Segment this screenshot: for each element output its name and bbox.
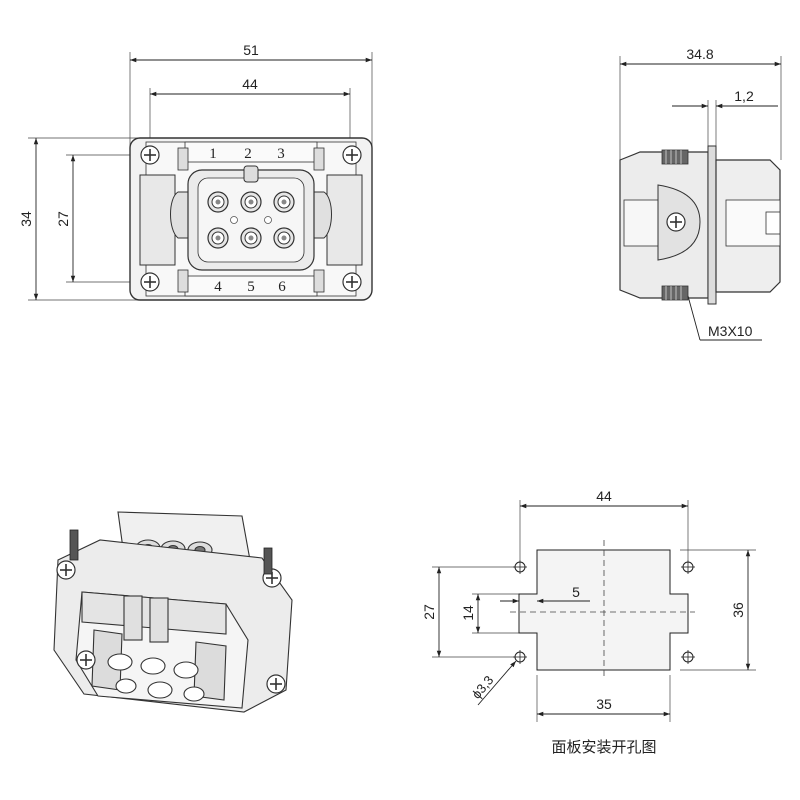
side-screw-head	[666, 212, 686, 232]
iso-screw-bottom-right	[266, 674, 286, 694]
cutout-hole-bottom-right	[680, 649, 696, 665]
cutout-dim-notch-height: 14	[460, 605, 476, 621]
contact-6	[273, 227, 295, 249]
cutout-outline	[518, 549, 689, 671]
cutout-dim-width: 35	[596, 696, 612, 712]
iso-screw-shaft-left	[69, 529, 79, 561]
mounting-screw-bottom-left	[140, 272, 160, 292]
cutout-dim-hole-spacing-y: 27	[421, 604, 437, 620]
iso-screw-bottom-left	[76, 650, 96, 670]
dim-overall-height: 34	[18, 211, 34, 227]
pin-label-5: 5	[247, 279, 255, 295]
cutout-hole-top-left	[512, 559, 528, 575]
contact-1	[207, 191, 229, 213]
dimension-1-2: 1,2	[672, 88, 778, 109]
panel-cutout-view: 44 27 14 5 36 35 ϕ3,3	[421, 488, 756, 756]
pin-label-6: 6	[278, 279, 286, 295]
pin-label-4: 4	[214, 279, 222, 295]
dim-flange: 1,2	[734, 88, 754, 104]
cutout-dim-hole-diameter: ϕ3,3	[469, 673, 497, 702]
dim-overall-width: 51	[243, 42, 259, 58]
screw-callout: M3X10	[708, 323, 753, 339]
contact-3	[273, 191, 295, 213]
pin-label-1: 1	[209, 146, 217, 162]
cutout-caption: 面板安装开孔图	[551, 738, 656, 756]
dimension-34: 34	[18, 138, 39, 300]
front-view: 51 44 34 27	[18, 42, 373, 301]
dimension-44: 44	[150, 76, 350, 97]
mounting-screw-bottom-right	[342, 272, 362, 292]
dimension-cutout-27: 27	[421, 567, 442, 657]
pin-label-3: 3	[277, 146, 285, 162]
dimension-cutout-44: 44	[520, 488, 688, 509]
dim-depth: 34.8	[686, 46, 713, 62]
dimension-cutout-36: 36	[730, 550, 751, 670]
iso-screw-shaft-right	[263, 547, 273, 575]
dim-hole-spacing-y: 27	[55, 211, 71, 227]
contact-2	[240, 191, 262, 213]
cutout-hole-top-right	[680, 559, 696, 575]
mounting-screw-top-right	[342, 145, 362, 165]
connector-housing-front	[129, 137, 373, 301]
iso-screw-front-left	[56, 560, 76, 580]
dimension-cutout-5: 5	[500, 584, 590, 604]
dimension-34-8: 34.8	[620, 46, 781, 67]
connector-housing-side	[619, 145, 781, 305]
cutout-dim-notch-depth: 5	[572, 584, 580, 600]
isometric-view	[53, 511, 293, 713]
cutout-dim-hole-spacing-x: 44	[596, 488, 612, 504]
dimension-cutout-diameter: ϕ3,3	[469, 660, 517, 706]
dimension-27: 27	[55, 155, 76, 282]
cutout-dim-height: 36	[730, 602, 746, 618]
contact-4	[207, 227, 229, 249]
pin-label-2: 2	[244, 146, 252, 162]
dim-hole-spacing-x: 44	[242, 76, 258, 92]
contact-5	[240, 227, 262, 249]
dimension-51: 51	[130, 42, 372, 63]
dimension-cutout-35: 35	[537, 696, 670, 717]
side-view: 34.8 1,2	[619, 46, 782, 341]
mounting-screw-top-left	[140, 145, 160, 165]
dimension-cutout-14: 14	[460, 594, 481, 633]
